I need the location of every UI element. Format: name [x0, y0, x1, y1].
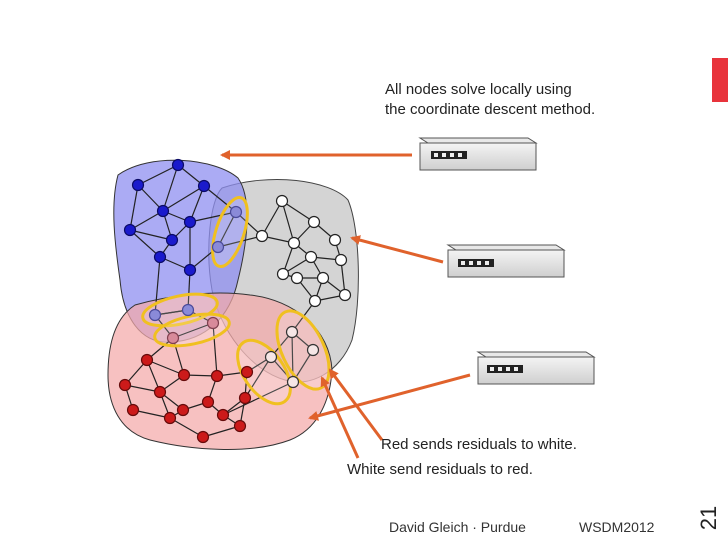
graph-edge: [261, 200, 283, 237]
graph-edge: [146, 359, 185, 376]
graph-node: [316, 271, 330, 285]
graph-edge: [129, 229, 173, 241]
graph-node: [118, 378, 132, 392]
caption-white-to-red: White send residuals to red.: [347, 461, 533, 478]
graph-node: [216, 408, 230, 422]
graph-node: [307, 215, 321, 229]
graph-node: [334, 253, 348, 267]
graph-edge: [172, 337, 185, 376]
graph-edge: [244, 356, 272, 399]
graph-node: [140, 353, 154, 367]
caption-red-to-white: Red sends residuals to white.: [381, 436, 577, 453]
graph-node: [210, 369, 224, 383]
graph-edge: [202, 425, 241, 438]
graph-node: [153, 250, 167, 264]
graph-node: [166, 331, 180, 345]
graph-edge: [281, 200, 315, 223]
graph-node: [153, 385, 167, 399]
graph-node: [306, 343, 320, 357]
page-number: 21: [696, 505, 721, 531]
overlap-ellipse: [141, 292, 219, 328]
overlap-ellipses: [141, 195, 331, 406]
graph-node: [229, 205, 243, 219]
graph-node: [126, 403, 140, 417]
graph-node: [240, 365, 254, 379]
server-box-icon: [418, 137, 538, 171]
graph-node: [177, 368, 191, 382]
graph-node: [131, 178, 145, 192]
caption-solve-line2: the coordinate descent method.: [385, 101, 596, 118]
graph-node: [171, 158, 185, 172]
footer-venue: WSDM2012: [579, 519, 655, 535]
graph-node: [148, 308, 162, 322]
footer-author: David Gleich · Purdue: [389, 519, 526, 535]
graph-node: [206, 316, 220, 330]
arrow-server3-to-red: [308, 373, 471, 421]
graph-edge: [203, 185, 237, 213]
graph-edge: [222, 381, 294, 416]
graph-node: [156, 204, 170, 218]
graph-edge: [189, 185, 205, 223]
graph-edge: [187, 269, 191, 311]
server-box-icon: [476, 351, 596, 385]
graph-node: [287, 236, 301, 250]
graph-node: [338, 288, 352, 302]
graph-edge: [172, 322, 214, 339]
graph-edge: [281, 200, 295, 244]
graph-edge: [162, 185, 205, 212]
graph-node: [183, 263, 197, 277]
arrow-red-to-white: [328, 368, 384, 441]
graph-node: [255, 229, 269, 243]
graph-node: [211, 240, 225, 254]
graph-edge: [129, 210, 164, 231]
graph-node: [285, 325, 299, 339]
graph-node: [201, 395, 215, 409]
graph-edge: [212, 322, 218, 377]
graph-node: [183, 215, 197, 229]
graph-nodes: [118, 158, 352, 444]
graph-node: [176, 403, 190, 417]
graph-node: [233, 419, 247, 433]
graph-node: [304, 250, 318, 264]
graph-node: [163, 411, 177, 425]
graph-edge: [129, 229, 161, 258]
graph-edge: [154, 256, 161, 316]
graph-node: [165, 233, 179, 247]
graph-edge: [169, 417, 204, 438]
caption-solve-line1: All nodes solve locally using: [385, 81, 572, 98]
accent-tab: [712, 58, 728, 102]
graph-node: [181, 303, 195, 317]
graph-edge: [137, 164, 179, 186]
server-box-icon: [446, 244, 566, 278]
graph-edge: [217, 211, 237, 248]
graph-node: [328, 233, 342, 247]
graph-node: [196, 430, 210, 444]
graph-node: [290, 271, 304, 285]
graph-edge: [132, 409, 171, 419]
graph-node: [123, 223, 137, 237]
graph-node: [264, 350, 278, 364]
graph-edge: [129, 184, 139, 231]
arrow-server2-to-white: [350, 235, 444, 264]
graph-node: [276, 267, 290, 281]
graph-edge: [189, 211, 237, 223]
graph-node: [286, 375, 300, 389]
graph-edge: [162, 164, 179, 212]
graph-node: [197, 179, 211, 193]
graph-node: [275, 194, 289, 208]
overlap-ellipse: [236, 338, 292, 406]
graph-node: [238, 391, 252, 405]
graph-node: [308, 294, 322, 308]
arrow-white-to-red: [320, 376, 360, 459]
